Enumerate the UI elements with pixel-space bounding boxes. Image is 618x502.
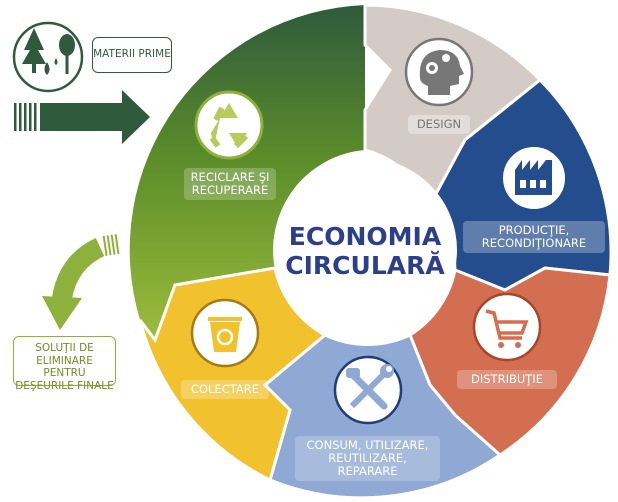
label-reciclare: RECICLARE ŞI RECUPERARE (184, 168, 276, 200)
segment-colectare[interactable] (138, 266, 328, 483)
label-distributie: DISTRIBUŢIE (457, 370, 557, 389)
recycle-bin-icon (190, 298, 260, 368)
label-colectare: COLECTARE (181, 380, 269, 399)
eliminare-box: SOLUŢII DE ELIMINARE PENTRU DEŞEURILE FI… (13, 336, 116, 392)
input-arrow (14, 90, 150, 144)
recycle-icon (194, 90, 264, 160)
label-design: DESIGN (408, 115, 470, 134)
center-title: ECONOMIA CIRCULARĂ (285, 222, 445, 280)
label-consum: CONSUM, UTILIZARE, REUTILIZARE, REPARARE (295, 436, 440, 481)
label-productie: PRODUCŢIE, RECONDIŢIONARE (463, 221, 605, 253)
factory-icon (501, 145, 567, 211)
hammer-wrench-icon (333, 355, 403, 425)
segment-reciclare[interactable] (129, 5, 365, 340)
center-circle (273, 158, 457, 342)
materii-prime-box: MATERII PRIME (92, 37, 172, 73)
shopping-cart-icon (472, 292, 542, 362)
head-gears-icon (404, 37, 474, 107)
output-arrow (42, 234, 120, 330)
trees-water-icon (12, 21, 84, 93)
